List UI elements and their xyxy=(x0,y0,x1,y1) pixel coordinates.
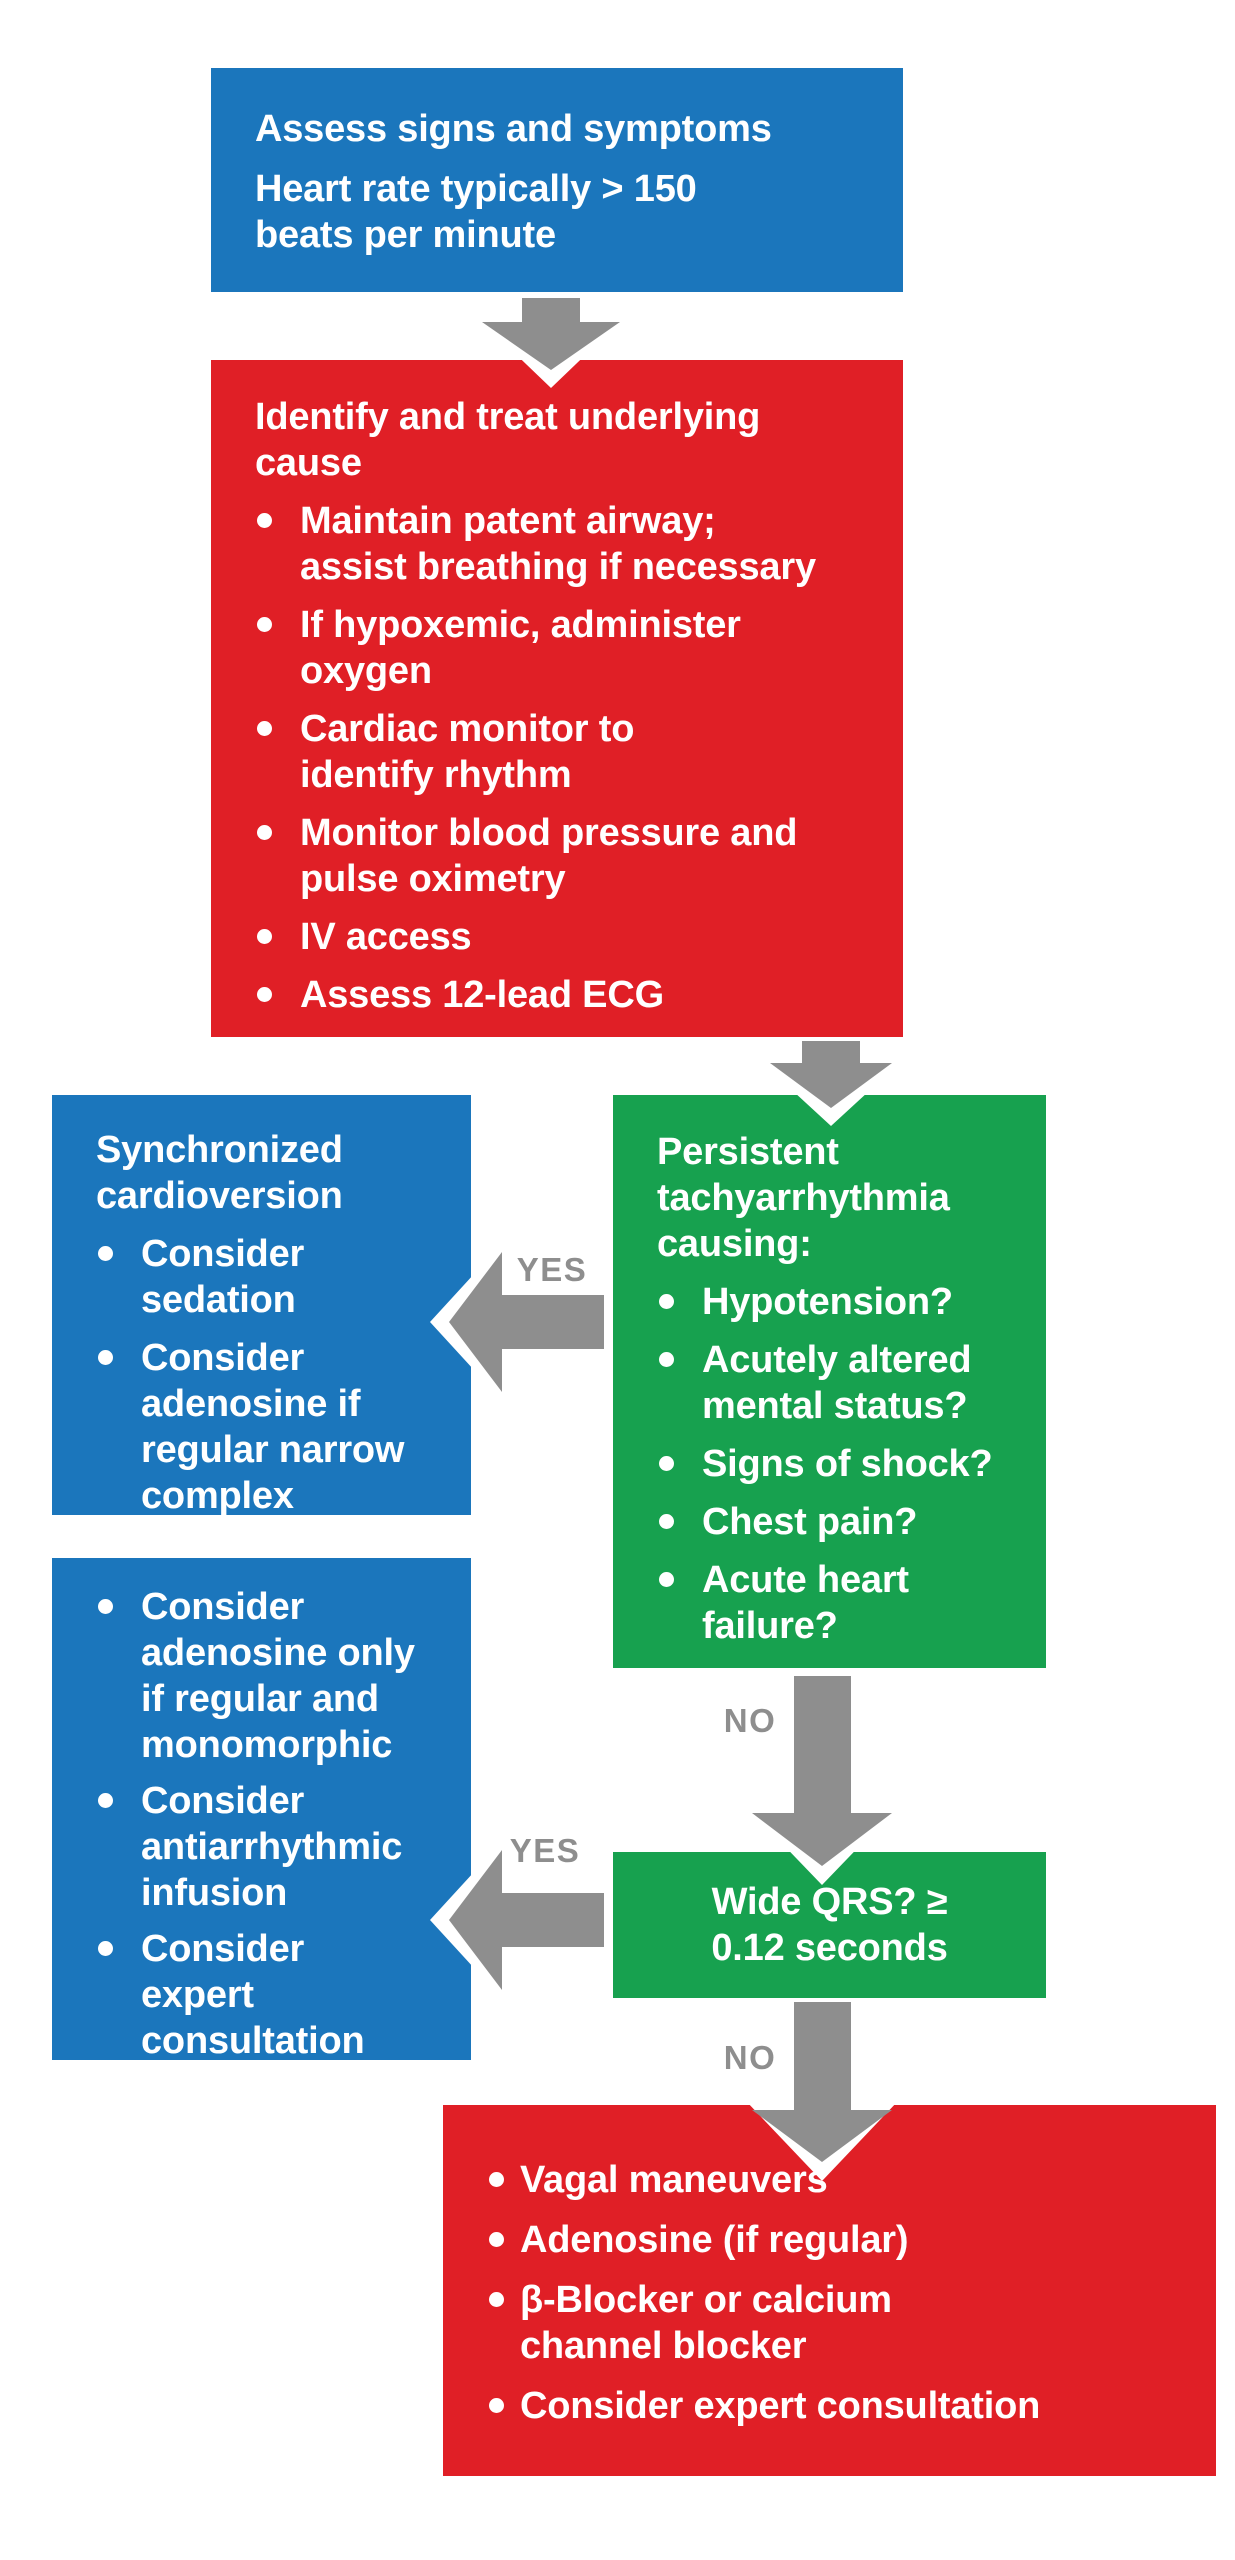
box-cardioversion: Synchronized cardioversion Consider seda… xyxy=(52,1095,471,1517)
box-wide-qrs-title: Wide QRS? ≥ 0.12 seconds xyxy=(711,1881,948,1969)
bullet-item: Consider expert consultation xyxy=(96,1926,457,2064)
box-assess: Assess signs and symptoms Heart rate typ… xyxy=(211,68,903,292)
box-persistent-title: Persistent tachyarrhythmia causing: xyxy=(657,1131,950,1265)
box-persistent: Persistent tachyarrhythmia causing: Hypo… xyxy=(613,1095,1046,1668)
box-identify: Identify and treat underlying cause Main… xyxy=(211,360,903,1037)
bullet-item: Vagal maneuvers xyxy=(489,2157,1196,2203)
bullet-item: Consider adenosine if regular narrow com… xyxy=(96,1335,457,1519)
bullet-item: Acute heart failure? xyxy=(657,1557,1036,1649)
box-assess-title: Assess signs and symptoms xyxy=(255,108,772,150)
bullet-item: Monitor blood pressure and pulse oximetr… xyxy=(255,810,889,902)
box-adenosine: Consider adenosine only if regular and m… xyxy=(52,1558,471,2062)
bullet-item: β-Blocker or calcium channel blocker xyxy=(489,2277,1196,2369)
box-identify-list: Maintain patent airway; assist breathing… xyxy=(255,498,889,1018)
box-adenosine-list: Consider adenosine only if regular and m… xyxy=(96,1584,457,2064)
yes-label-adenosine: YES xyxy=(509,1832,581,1869)
box-cardioversion-title: Synchronized cardioversion xyxy=(96,1129,343,1217)
bullet-item: Assess 12-lead ECG xyxy=(255,972,889,1018)
arrow-yes-to-adenosine xyxy=(449,1850,604,1990)
box-wide-qrs: Wide QRS? ≥ 0.12 seconds xyxy=(613,1852,1046,1998)
bullet-item: Signs of shock? xyxy=(657,1441,1036,1487)
no-label-wide-qrs: NO xyxy=(723,1702,777,1739)
bullet-item: If hypoxemic, administer oxygen xyxy=(255,602,889,694)
box-persistent-list: Hypotension? Acutely altered mental stat… xyxy=(657,1279,1036,1649)
bullet-item: Consider antiarrhythmic infusion xyxy=(96,1778,457,1916)
bullet-item: IV access xyxy=(255,914,889,960)
bullet-item: Consider sedation xyxy=(96,1231,457,1323)
bullet-item: Chest pain? xyxy=(657,1499,1036,1545)
yes-label-cardioversion: YES xyxy=(516,1251,588,1288)
no-label-vagal: NO xyxy=(723,2039,777,2076)
box-vagal: Vagal maneuvers Adenosine (if regular) β… xyxy=(443,2105,1216,2476)
bullet-item: Acutely altered mental status? xyxy=(657,1337,1036,1429)
bullet-item: Consider expert consultation xyxy=(489,2383,1196,2429)
bullet-item: Maintain patent airway; assist breathing… xyxy=(255,498,889,590)
bullet-item: Consider adenosine only if regular and m… xyxy=(96,1584,457,1768)
bullet-item: Cardiac monitor to identify rhythm xyxy=(255,706,889,798)
box-cardioversion-list: Consider sedation Consider adenosine if … xyxy=(96,1231,457,1519)
box-identify-title: Identify and treat underlying cause xyxy=(255,396,761,484)
bullet-item: Hypotension? xyxy=(657,1279,1036,1325)
box-vagal-list: Vagal maneuvers Adenosine (if regular) β… xyxy=(489,2157,1196,2429)
bullet-item: Adenosine (if regular) xyxy=(489,2217,1196,2263)
box-assess-subtitle: Heart rate typically > 150 beats per min… xyxy=(255,168,697,256)
